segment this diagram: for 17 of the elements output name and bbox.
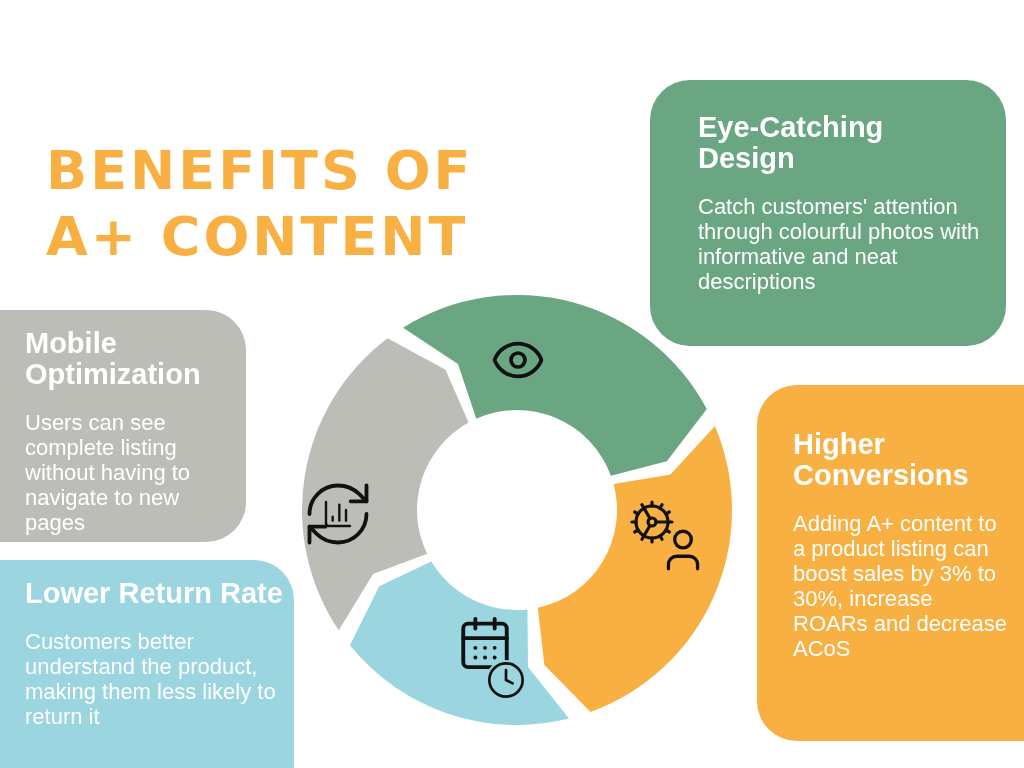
card-description: Adding A+ content to a product listing can boost sales by 3% to 30%, increase ROARs and decrease ACoS <box>793 511 1007 661</box>
card-heading: Lower Return Rate <box>25 578 284 609</box>
title: BENEFITS OF A+ CONTENT <box>46 138 475 270</box>
card-description: Users can see complete listing without having to navigate to new pages <box>25 410 192 535</box>
card-heading: Eye-Catching Design <box>698 112 885 174</box>
info-card <box>650 80 1006 346</box>
ring-segment <box>349 561 569 725</box>
card-description: Catch customers' attention through colourful photos with informative and neat descriptions <box>698 194 981 294</box>
info-card <box>0 310 246 542</box>
info-card <box>757 385 1024 741</box>
ring-segment <box>537 426 732 713</box>
card-heading: Higher Conversions <box>793 429 970 491</box>
info-card <box>0 560 294 768</box>
card-description: Customers better understand the product, making them less likely to return it <box>25 629 277 729</box>
ring-segment <box>302 338 469 631</box>
card-heading: Mobile Optimization <box>25 328 202 390</box>
ring-segment <box>403 295 707 476</box>
